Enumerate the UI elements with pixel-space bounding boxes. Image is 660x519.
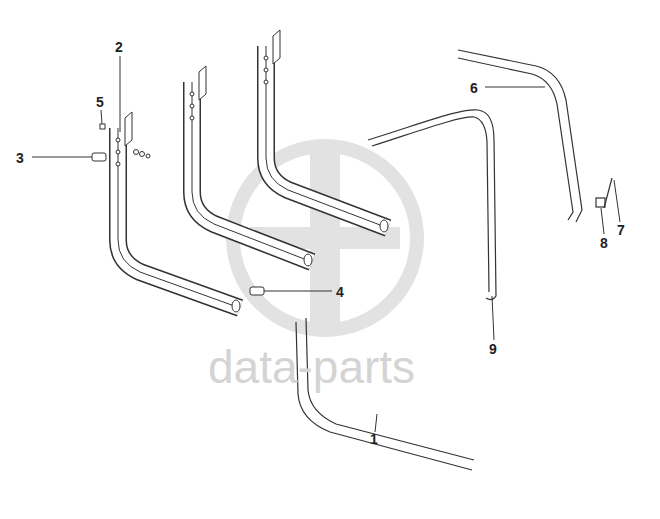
callout-number: 8 xyxy=(600,236,608,250)
leader-lines xyxy=(32,56,620,432)
band-part xyxy=(368,110,496,300)
callout-number: 2 xyxy=(115,40,123,54)
callout-number: 3 xyxy=(16,151,24,165)
callout-number: 1 xyxy=(370,432,378,446)
plate-part xyxy=(296,318,474,470)
bolt-parts xyxy=(92,124,264,295)
callout-number: 9 xyxy=(489,342,497,356)
callout-number: 7 xyxy=(617,223,625,237)
bracket-set xyxy=(116,30,388,312)
callout-number: 4 xyxy=(336,285,344,299)
callout-number: 5 xyxy=(96,95,104,109)
watermark-text: data-parts xyxy=(208,344,415,390)
strap-part xyxy=(458,50,612,222)
callout-number: 6 xyxy=(470,81,478,95)
